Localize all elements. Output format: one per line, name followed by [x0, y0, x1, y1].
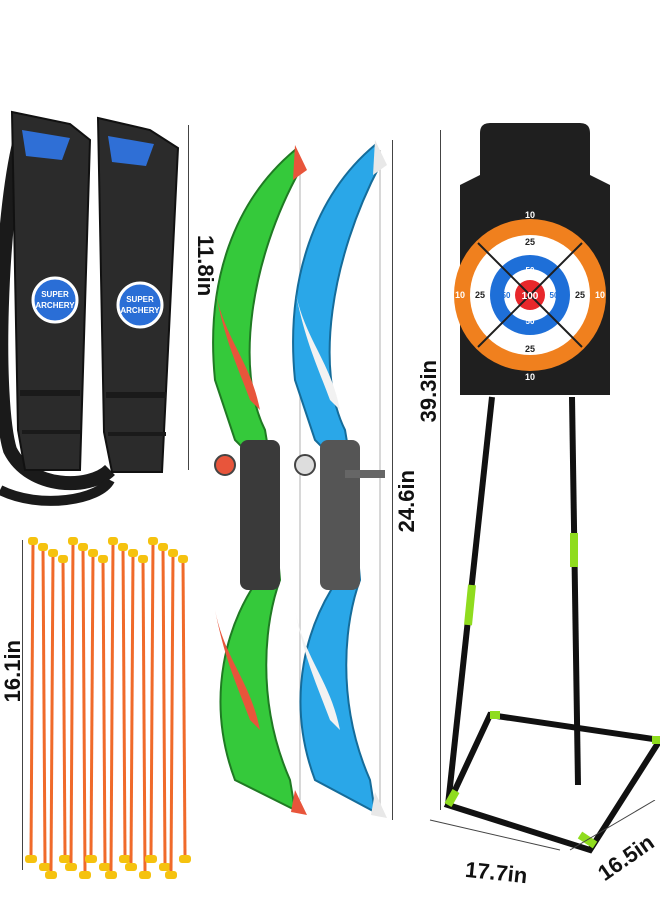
- arrow-tip: [88, 549, 98, 557]
- score-inner-left: 50: [502, 291, 511, 300]
- quiver-badge-text-4: ARCHERY: [120, 306, 160, 315]
- quiver-badge-text-1: SUPER: [41, 290, 69, 299]
- bow-length-label: 24.6in: [394, 470, 419, 533]
- arrow-suction-cup: [119, 855, 131, 863]
- score-outer-left: 10: [455, 290, 465, 300]
- arrows-bundle: [25, 537, 191, 879]
- bow-dimension-line: [392, 140, 393, 820]
- target-stand: 10 10 10 10 25 25 25 25 50 50 50 50 100: [443, 123, 660, 854]
- arrow-suction-cup: [159, 863, 171, 871]
- arrow-shaft: [149, 542, 155, 856]
- score-center: 100: [522, 291, 539, 302]
- arrow-suction-cup: [179, 855, 191, 863]
- arrow-suction-cup: [139, 871, 151, 879]
- quiver-right: [96, 116, 180, 473]
- score-middle-bottom: 25: [525, 344, 535, 354]
- score-middle-left: 25: [475, 290, 485, 300]
- arrow-tip: [128, 549, 138, 557]
- score-inner-top: 50: [526, 266, 535, 275]
- arrow-shaft: [29, 542, 35, 856]
- arrow-tip: [138, 555, 148, 563]
- arrow-suction-cup: [39, 863, 51, 871]
- arrow-tip: [168, 549, 178, 557]
- bow-blue: [292, 140, 387, 818]
- score-inner-right: 50: [550, 291, 559, 300]
- arrow-suction-cup: [65, 863, 77, 871]
- arrow-shaft: [129, 554, 135, 864]
- arrow-suction-cup: [145, 855, 157, 863]
- score-outer-top: 10: [525, 210, 535, 220]
- arrow-tip: [108, 537, 118, 545]
- quiver-badge-text-2: ARCHERY: [35, 301, 75, 310]
- arrow-tip: [28, 537, 38, 545]
- arrow-suction-cup: [105, 871, 117, 879]
- target-height-label: 39.3in: [416, 360, 441, 423]
- arrow-shaft: [169, 554, 175, 872]
- arrow-shaft: [69, 542, 75, 864]
- arrow-dimension-line: [22, 540, 23, 870]
- arrow-shaft: [61, 560, 67, 856]
- arrow-shaft: [89, 554, 95, 856]
- quivers: SUPER ARCHERY SUPER ARCHERY: [0, 110, 180, 506]
- arrow-suction-cup: [25, 855, 37, 863]
- arrow-tip: [98, 555, 108, 563]
- target-base-lines: [429, 800, 656, 851]
- quiver-left: [10, 110, 92, 471]
- arrow-tip: [178, 555, 188, 563]
- arrow-suction-cup: [79, 871, 91, 879]
- arrow-shaft: [81, 548, 87, 872]
- arrow-shaft: [161, 548, 167, 864]
- arrow-tip: [38, 543, 48, 551]
- arrow-tip: [78, 543, 88, 551]
- arrow-suction-cup: [99, 863, 111, 871]
- arrow-shaft: [141, 560, 147, 872]
- arrow-suction-cup: [45, 871, 57, 879]
- bow-green: [212, 145, 307, 815]
- arrow-tip: [118, 543, 128, 551]
- arrow-suction-cup: [85, 855, 97, 863]
- quiver-height-label: 11.8in: [193, 235, 218, 297]
- score-outer-right: 10: [595, 290, 605, 300]
- quiver-badge-text-3: SUPER: [126, 295, 154, 304]
- arrow-length-label: 16.1in: [0, 640, 25, 703]
- arrow-shaft: [41, 548, 47, 864]
- arrow-shaft: [181, 560, 187, 856]
- target-height-line: [440, 130, 441, 810]
- arrow-suction-cup: [125, 863, 137, 871]
- arrow-tip: [58, 555, 68, 563]
- arrow-tip: [68, 537, 78, 545]
- score-outer-bottom: 10: [525, 372, 535, 382]
- arrow-suction-cup: [165, 871, 177, 879]
- score-middle-top: 25: [525, 237, 535, 247]
- arrow-tip: [158, 543, 168, 551]
- quiver-dimension-line: [188, 125, 189, 470]
- arrow-shaft: [109, 542, 115, 872]
- score-middle-right: 25: [575, 290, 585, 300]
- score-inner-bottom: 50: [526, 317, 535, 326]
- arrow-shaft: [121, 548, 127, 856]
- arrow-shaft: [101, 560, 107, 864]
- arrow-tip: [48, 549, 58, 557]
- bows: [212, 140, 387, 818]
- arrow-suction-cup: [59, 855, 71, 863]
- arrow-shaft: [49, 554, 55, 872]
- arrow-tip: [148, 537, 158, 545]
